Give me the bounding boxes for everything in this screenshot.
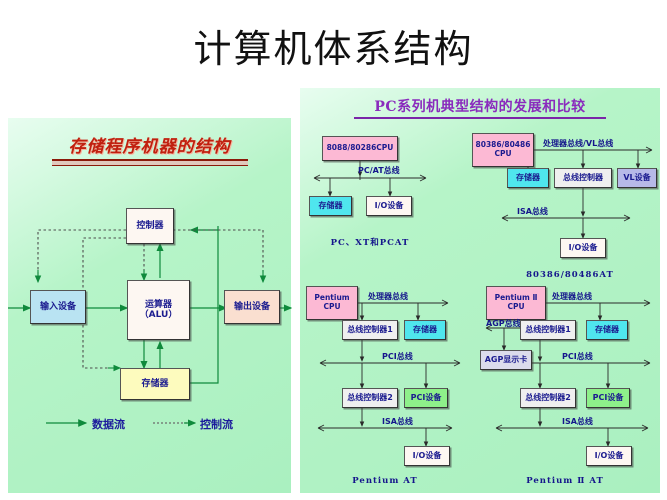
d1-bus-label: PC/AT总线 [358, 166, 400, 175]
d4-bus-controller2-label: 总线控制器2 [525, 393, 571, 403]
d2-bus-controller-box: 总线控制器 [554, 168, 612, 188]
d3-io-box: I/O设备 [404, 446, 450, 466]
d3-memory-box: 存储器 [404, 320, 446, 340]
left-legend-wires [46, 419, 197, 427]
d3-io-label: I/O设备 [412, 451, 442, 461]
left-panel-title: 存储程序机器的结构 [68, 137, 231, 157]
d3-bus-controller2-box: 总线控制器2 [342, 388, 398, 408]
d3-bus2-label: PCI总线 [382, 352, 413, 361]
d2-cpu-box: 80386/80486 CPU [472, 133, 534, 167]
d1-cpu-label: 8088/80286CPU [326, 143, 394, 153]
d3-caption: Pentium AT [352, 476, 418, 486]
d2-vl-device-label: VL设备 [623, 173, 651, 183]
d2-bus1-label: 处理器总线/VL总线 [543, 139, 614, 148]
d3-pci-device-box: PCI设备 [404, 388, 448, 408]
box-output-device-label: 输出设备 [233, 301, 270, 312]
box-memory-label: 存储器 [141, 378, 169, 389]
d4-agp-bus-label: AGP总线 [486, 319, 521, 328]
d2-io-box: I/O设备 [560, 238, 606, 258]
d1-cpu-box: 8088/80286CPU [322, 136, 398, 161]
d4-bus1-label: 处理器总线 [552, 292, 592, 301]
box-input-device: 输入设备 [30, 290, 86, 324]
d2-io-label: I/O设备 [568, 243, 598, 253]
d2-memory-box: 存储器 [507, 168, 549, 188]
d4-pci-device-box: PCI设备 [586, 388, 630, 408]
d1-caption: PC、XT和PCAT [330, 238, 410, 248]
d3-memory-label: 存储器 [413, 325, 437, 335]
legend-data-flow-label: 数据流 [92, 418, 125, 431]
d4-cpu-label-2: CPU [507, 302, 525, 311]
page-title: 计算机体系结构 [193, 27, 474, 71]
d3-bus3-label: ISA总线 [382, 417, 413, 426]
d4-bus3-label: ISA总线 [562, 417, 593, 426]
d1-io-box: I/O设备 [366, 196, 412, 216]
d4-agp-card-label: AGP显示卡 [484, 355, 528, 365]
d4-pci-device-label: PCI设备 [592, 393, 624, 403]
d2-cpu-label-1: 80386/80486 [475, 140, 531, 150]
legend-control-flow-label: 控制流 [200, 418, 233, 431]
box-alu-label-2: （ALU） [139, 310, 178, 320]
d4-io-box: I/O设备 [586, 446, 632, 466]
d3-cpu-label-2: CPU [323, 302, 341, 311]
right-panel-title: PC系列机典型结构的发展和比较 [374, 99, 586, 115]
d4-cpu-box: Pentium Ⅱ CPU [486, 286, 546, 320]
d2-vl-device-box: VL设备 [617, 168, 657, 188]
d3-cpu-box: Pentium CPU [306, 286, 358, 320]
d2-cpu-label-2: CPU [494, 149, 512, 158]
d2-bus-controller-label: 总线控制器 [563, 173, 603, 183]
d3-pci-device-label: PCI设备 [410, 393, 442, 403]
d4-memory-label: 存储器 [595, 325, 619, 335]
d1-io-label: I/O设备 [374, 201, 404, 211]
left-diagram-wires [8, 226, 293, 384]
box-input-device-label: 输入设备 [39, 301, 76, 312]
d3-bus-controller1-box: 总线控制器1 [342, 320, 398, 340]
d3-bus-controller1-label: 总线控制器1 [347, 325, 393, 335]
box-controller: 控制器 [126, 208, 174, 244]
d2-caption: 80386/80486AT [526, 270, 614, 280]
left-panel: 存储程序机器的结构 [8, 118, 293, 493]
d4-agp-card-box: AGP显示卡 [480, 350, 532, 370]
d2-memory-label: 存储器 [516, 173, 540, 183]
d1-memory-label: 存储器 [318, 201, 343, 211]
d4-bus-controller1-box: 总线控制器1 [520, 320, 576, 340]
d3-cpu-label-1: Pentium [314, 293, 350, 303]
d4-caption: Pentium Ⅱ AT [526, 476, 604, 486]
box-alu-label-1: 运算器 [144, 299, 172, 310]
left-title-underline [52, 159, 248, 166]
box-controller-label: 控制器 [136, 220, 164, 231]
d2-bus2-label: ISA总线 [517, 207, 548, 216]
d4-memory-box: 存储器 [586, 320, 628, 340]
box-memory: 存储器 [120, 368, 190, 400]
box-alu: 运算器 （ALU） [127, 280, 190, 340]
d3-bus1-label: 处理器总线 [368, 292, 408, 301]
right-panel: PC系列机典型结构的发展和比较 [300, 88, 660, 493]
d1-memory-box: 存储器 [309, 196, 352, 216]
d4-bus-controller2-box: 总线控制器2 [520, 388, 576, 408]
d4-cpu-label-1: Pentium Ⅱ [494, 293, 538, 303]
box-output-device: 输出设备 [224, 290, 280, 324]
d3-bus-controller2-label: 总线控制器2 [347, 393, 393, 403]
right-title-underline [354, 117, 606, 119]
d4-io-label: I/O设备 [594, 451, 624, 461]
d4-bus2-label: PCI总线 [562, 352, 593, 361]
d4-bus-controller1-label: 总线控制器1 [525, 325, 571, 335]
